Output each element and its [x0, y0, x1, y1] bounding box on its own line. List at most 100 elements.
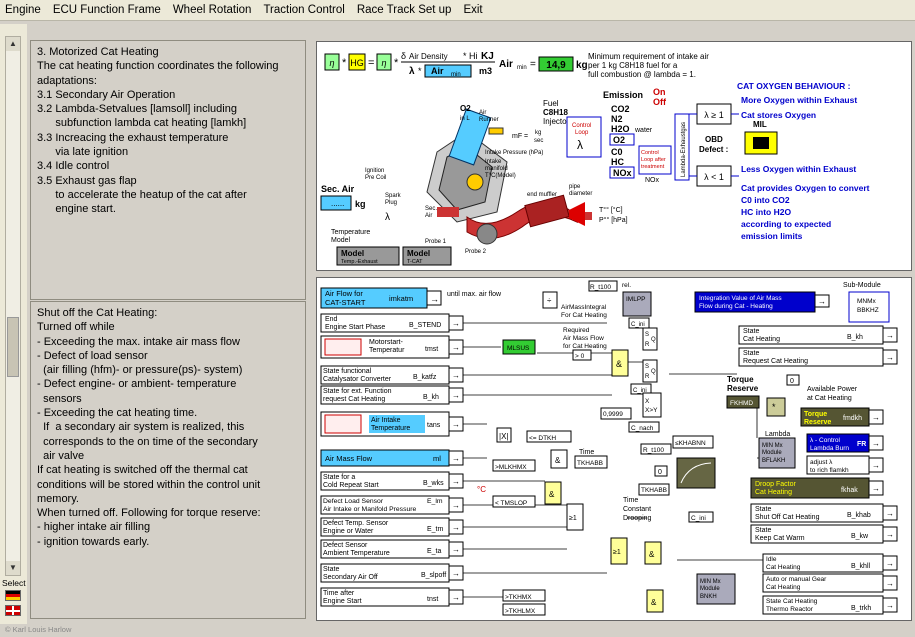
svg-text:Request Cat Heating: Request Cat Heating — [743, 358, 808, 365]
svg-text:Loop after: Loop after — [641, 157, 666, 163]
svg-text:per 1 kg C8H18 fuel for a: per 1 kg C8H18 fuel for a — [588, 61, 678, 70]
svg-text:→: → — [452, 593, 460, 602]
svg-text:B_kh: B_kh — [423, 394, 439, 401]
svg-text:Lambda-Exhaustgas: Lambda-Exhaustgas — [681, 122, 687, 177]
text-line: 3.4 Idle control — [37, 160, 110, 173]
formula-air-density: Air Density — [409, 52, 448, 61]
svg-text:until max. air flow: until max. air flow — [447, 291, 502, 298]
svg-text:→: → — [452, 501, 460, 510]
time-constant-block — [676, 457, 716, 489]
svg-text:>TKHMX: >TKHMX — [505, 594, 532, 601]
svg-text:KJ: KJ — [481, 51, 494, 62]
language-select-label: Select — [2, 578, 26, 588]
text-line: 3.5 Exhaust gas flap to accelerate the h… — [37, 174, 247, 216]
model-temp-exhaust — [336, 246, 400, 266]
text-line: 3.3 Increacing the exhaust temperature v… — [37, 131, 229, 159]
svg-text:C0 into CO2: C0 into CO2 — [741, 195, 790, 205]
svg-text:|X|: |X| — [499, 432, 509, 441]
svg-text:Catalysator Converter: Catalysator Converter — [323, 376, 392, 383]
logic-diagram-svg: Air Flow for CAT-START imkatm → until ma… — [320, 280, 898, 616]
svg-text:λ - Control: λ - Control — [810, 437, 841, 444]
svg-text:>MLKHMX: >MLKHMX — [495, 464, 527, 471]
description-panel-top: 3. Motorized Cat Heating The cat heating… — [30, 40, 306, 300]
scroll-thumb[interactable] — [7, 317, 19, 377]
svg-text:→: → — [452, 420, 460, 429]
svg-text:Torque: Torque — [727, 375, 754, 384]
text-line: Shut off the Cat Heating: — [37, 307, 158, 319]
svg-text:Air Intake or Manifold Pressur: Air Intake or Manifold Pressure — [323, 506, 417, 513]
mlsus-block — [502, 339, 536, 355]
vertical-scrollbar[interactable]: ▲ ▼ — [5, 36, 21, 576]
svg-text:MIN Mx: MIN Mx — [762, 443, 783, 449]
svg-text:→: → — [452, 371, 460, 380]
svg-text:Auto or manual Gear: Auto or manual Gear — [766, 576, 827, 583]
svg-text:State: State — [755, 506, 771, 513]
svg-text:pipe: pipe — [569, 184, 581, 190]
svg-text:Plug: Plug — [385, 200, 397, 206]
svg-text:Defect Load Sensor: Defect Load Sensor — [323, 498, 384, 505]
svg-text:Control: Control — [641, 150, 659, 156]
svg-text:mF =: mF = — [512, 133, 528, 140]
svg-text:→: → — [452, 545, 460, 554]
svg-text:÷: ÷ — [547, 296, 552, 305]
svg-text:→: → — [430, 294, 439, 304]
svg-text:Lambda: Lambda — [765, 431, 790, 438]
svg-text:B_slpoff: B_slpoff — [421, 572, 446, 579]
svg-text:→: → — [872, 461, 880, 470]
svg-text:Flow during Cat - Heating: Flow during Cat - Heating — [699, 303, 773, 310]
svg-text:in L: in L — [460, 116, 470, 122]
svg-text:B_STEND: B_STEND — [409, 322, 441, 329]
svg-text:min: min — [517, 65, 527, 71]
german-flag-icon[interactable] — [5, 590, 21, 601]
copyright-footer: © Karl Louis Harlow — [5, 625, 72, 634]
svg-text:≥1: ≥1 — [569, 515, 577, 522]
english-flag-icon[interactable] — [5, 605, 21, 616]
svg-text:Q: Q — [651, 337, 656, 343]
svg-text:tmst: tmst — [425, 346, 438, 353]
svg-text:MLSUS: MLSUS — [507, 345, 530, 352]
menu-traction-control[interactable]: Traction Control — [263, 4, 345, 16]
menu-ecu-function-frame[interactable]: ECU Function Frame — [52, 4, 161, 16]
svg-text:Spark: Spark — [385, 193, 402, 199]
svg-text:Off: Off — [653, 97, 667, 107]
svg-text:B_kh: B_kh — [847, 334, 863, 341]
imlpp-block — [622, 291, 652, 317]
svg-text:Lambda Burn: Lambda Burn — [810, 445, 849, 452]
svg-text:Cat Heating: Cat Heating — [743, 336, 780, 343]
menu-wheel-rotation[interactable]: Wheel Rotation — [172, 4, 252, 16]
svg-text:C_ini: C_ini — [631, 322, 645, 328]
svg-text:Air: Air — [425, 213, 432, 219]
scroll-up-arrow-icon[interactable]: ▲ — [6, 37, 20, 51]
engine-illustration — [426, 108, 592, 245]
text-line: The cat heating function coordinates the… — [37, 60, 282, 87]
svg-text:min: min — [451, 72, 461, 78]
sr-flipflop — [642, 327, 658, 351]
svg-text:Temperature: Temperature — [331, 229, 370, 236]
svg-text:State: State — [755, 527, 771, 534]
svg-text:Defect Temp. Sensor: Defect Temp. Sensor — [323, 520, 389, 527]
svg-text:State for a: State for a — [323, 474, 355, 481]
svg-text:S: S — [645, 364, 649, 370]
svg-text:Air: Air — [479, 110, 486, 116]
sec-air-input[interactable] — [320, 195, 352, 211]
svg-text:Cat stores Oxygen: Cat stores Oxygen — [741, 110, 816, 120]
menu-exit[interactable]: Exit — [463, 4, 483, 16]
svg-text:°C: °C — [477, 485, 486, 494]
svg-text:→: → — [886, 530, 894, 539]
engine-diagram-svg: η * HG = η * δ Air Density * Hi KJ λ * A… — [320, 51, 870, 266]
svg-text:kg: kg — [355, 199, 366, 209]
svg-text:On: On — [653, 87, 666, 97]
menu-engine[interactable]: Engine — [5, 4, 41, 16]
scroll-down-arrow-icon[interactable]: ▼ — [6, 561, 20, 575]
text-line: 3. Motorized Cat Heating — [37, 46, 159, 58]
svg-text:Minimum requirement of intake: Minimum requirement of intake air — [588, 52, 709, 61]
svg-text:Emission: Emission — [603, 90, 643, 100]
svg-text:&: & — [549, 490, 555, 499]
svg-text:IMLPP: IMLPP — [626, 296, 646, 303]
svg-text:B_khll: B_khll — [851, 563, 871, 570]
svg-text:Sub-Module: Sub-Module — [843, 282, 881, 289]
menu-race-track-setup[interactable]: Race Track Set up — [356, 4, 452, 16]
svg-text:imkatm: imkatm — [389, 294, 413, 303]
svg-text:η: η — [382, 58, 387, 68]
svg-text:*: * — [772, 402, 776, 412]
